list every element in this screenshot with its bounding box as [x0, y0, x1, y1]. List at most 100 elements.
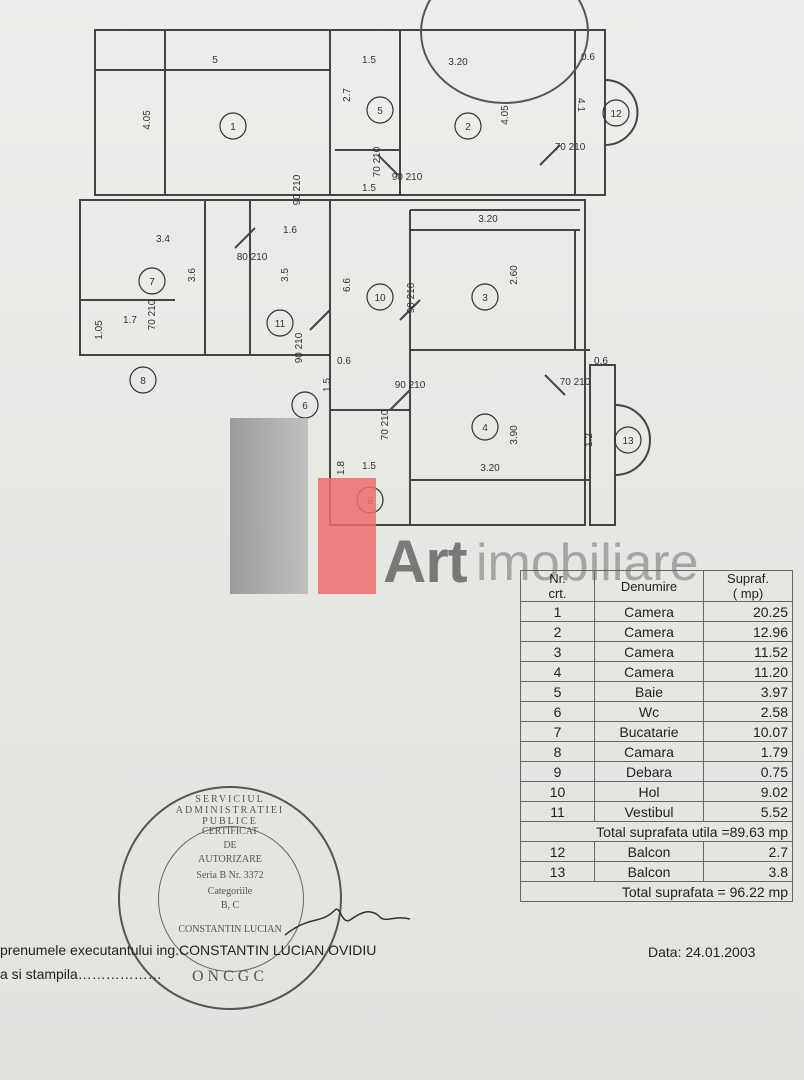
- cell-area: 9.02: [703, 781, 793, 802]
- watermark-gray-block: [230, 418, 308, 594]
- cell-nr: 12: [520, 841, 595, 862]
- dimension-label: 3.20: [480, 463, 500, 474]
- cell-nr: 2: [520, 621, 595, 642]
- total-useful-area: Total suprafata utila =89.63 mp: [520, 821, 793, 842]
- dimension-label: 1.5: [362, 55, 376, 66]
- cell-area: 11.20: [703, 661, 793, 682]
- cell-name: Baie: [594, 681, 704, 702]
- door-size: 70 210: [147, 299, 158, 330]
- table-total-row: Total suprafata = 96.22 mp: [520, 881, 793, 902]
- cell-area: 1.79: [703, 741, 793, 762]
- cell-area: 11.52: [703, 641, 793, 662]
- cell-nr: 7: [520, 721, 595, 742]
- door-size: 70 210: [372, 146, 383, 177]
- stamp-line: AUTORIZARE: [198, 854, 262, 865]
- dimension-label: 5: [212, 55, 218, 66]
- dimension-label: 1.7: [123, 315, 137, 326]
- executor-name: prenumele executantului ing.CONSTANTIN L…: [0, 942, 377, 958]
- cell-nr: 6: [520, 701, 595, 722]
- door-size: 90 210: [294, 332, 305, 363]
- table-header-row: Nr. crt. Denumire Supraf. ( mp): [520, 570, 793, 602]
- dimension-label: 1.2: [584, 433, 595, 447]
- cell-nr: 3: [520, 641, 595, 662]
- dimension-label: 3.90: [509, 425, 520, 445]
- stamp-line: CONSTANTIN LUCIAN: [178, 924, 282, 935]
- door-size: 90 210: [292, 174, 303, 205]
- stamp-ring-text: SERVICIUL ADMINISTRATIEI PUBLICE: [175, 794, 285, 827]
- dimension-label: 3.4: [156, 234, 170, 245]
- dimension-label: 1.5: [362, 461, 376, 472]
- room-number: 10: [374, 293, 386, 304]
- cell-area: 12.96: [703, 621, 793, 642]
- room-number: 7: [149, 277, 155, 288]
- room-number: 12: [610, 109, 622, 120]
- room-number: 2: [465, 122, 471, 133]
- cell-name: Wc: [594, 701, 704, 722]
- stamp-bottom-text: ONCGC: [191, 968, 268, 985]
- door-size: 80 210: [237, 252, 268, 263]
- dimension-label: 0.6: [581, 52, 595, 63]
- dimension-label: 3.5: [280, 268, 291, 282]
- cell-nr: 10: [520, 781, 595, 802]
- dimension-label: 2.7: [342, 88, 353, 102]
- dimension-label: 3.6: [187, 268, 198, 282]
- cell-nr: 8: [520, 741, 595, 762]
- total-area: Total suprafata = 96.22 mp: [520, 881, 793, 902]
- room-number: 11: [275, 319, 286, 330]
- dimension-label: 2.60: [509, 265, 520, 285]
- watermark-red-block: [318, 478, 376, 594]
- cell-name: Balcon: [594, 841, 704, 862]
- document-date: Data: 24.01.2003: [648, 944, 756, 960]
- door-size: 90 210: [392, 172, 423, 183]
- cell-name: Vestibul: [594, 801, 704, 822]
- cell-area: 10.07: [703, 721, 793, 742]
- cell-area: 0.75: [703, 761, 793, 782]
- dimension-label: 1.8: [336, 461, 347, 475]
- cell-area: 5.52: [703, 801, 793, 822]
- cell-name: Debara: [594, 761, 704, 782]
- stamp-line: B, C: [220, 900, 240, 911]
- cell-nr: 4: [520, 661, 595, 682]
- cell-nr: 13: [520, 861, 595, 882]
- room-number: 1: [230, 122, 236, 133]
- cell-area: 2.58: [703, 701, 793, 722]
- room-number: 3: [482, 293, 488, 304]
- door-size: 70 210: [555, 142, 586, 153]
- watermark-brand-art: Art: [383, 528, 468, 595]
- stamp-label: a si stampila………………: [0, 966, 162, 982]
- door-size: 90 210: [406, 282, 417, 313]
- authorization-stamp: SERVICIUL ADMINISTRATIEI PUBLICE CERTIFI…: [118, 786, 342, 1010]
- cell-nr: 5: [520, 681, 595, 702]
- cell-name: Camera: [594, 601, 704, 622]
- cell-name: Bucatarie: [594, 721, 704, 742]
- cell-name: Camara: [594, 741, 704, 762]
- dimension-label: 4.05: [500, 105, 511, 125]
- stamp-line: Seria B Nr. 3372: [196, 870, 264, 881]
- room-number: 4: [482, 423, 488, 434]
- table-header: Supraf. ( mp): [703, 570, 793, 602]
- cell-nr: 9: [520, 761, 595, 782]
- room-number: 5: [377, 106, 383, 117]
- dimension-label: 1.05: [94, 320, 105, 340]
- cell-nr: 1: [520, 601, 595, 622]
- cell-area: 2.7: [703, 841, 793, 862]
- dimension-label: 1.5: [322, 378, 333, 392]
- dimension-label: 6.6: [342, 278, 353, 292]
- dimension-label: 0.6: [594, 356, 608, 367]
- cell-name: Camera: [594, 661, 704, 682]
- signature: [284, 908, 411, 936]
- door-size: 70 210: [380, 409, 391, 440]
- cell-area: 3.8: [703, 861, 793, 882]
- room-number: 13: [622, 436, 634, 447]
